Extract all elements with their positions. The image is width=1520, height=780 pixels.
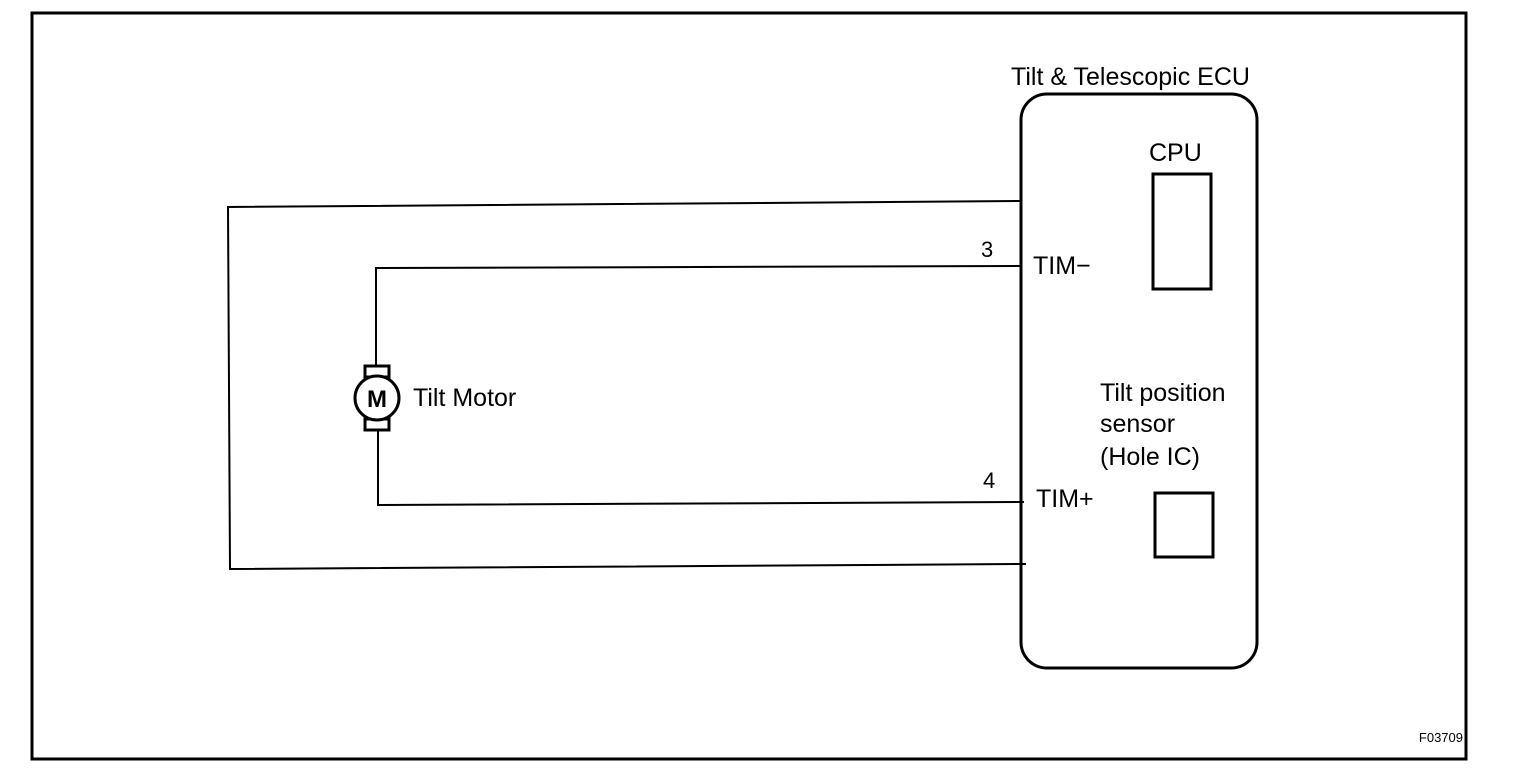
tilt-motor-symbol: M — [353, 364, 401, 432]
outer-loop-wire — [226, 199, 1027, 571]
sensor-label-line-2: sensor — [1100, 410, 1175, 438]
tilt-position-sensor-chip — [1153, 491, 1215, 559]
cpu-chip — [1151, 172, 1213, 291]
pin-4-number: 4 — [983, 468, 995, 493]
tim-minus-wire — [375, 264, 1023, 367]
tim-plus-wire — [377, 429, 1025, 507]
ecu-title: Tilt & Telescopic ECU — [1011, 63, 1250, 91]
pin-3-number: 3 — [981, 237, 993, 262]
motor-icon — [353, 374, 401, 422]
ecu-box — [1019, 92, 1259, 670]
outer-frame — [30, 11, 1468, 761]
motor-symbol-letter: M — [367, 386, 387, 413]
tim-plus-label: TIM+ — [1036, 485, 1094, 513]
tim-minus-label: TIM− — [1033, 252, 1091, 280]
sensor-label-line-3: (Hole IC) — [1100, 443, 1200, 471]
tilt-motor-label: Tilt Motor — [413, 384, 516, 412]
figure-code: F03709 — [1419, 730, 1463, 745]
cpu-label: CPU — [1149, 139, 1202, 167]
sensor-label-line-1: Tilt position — [1100, 379, 1226, 407]
